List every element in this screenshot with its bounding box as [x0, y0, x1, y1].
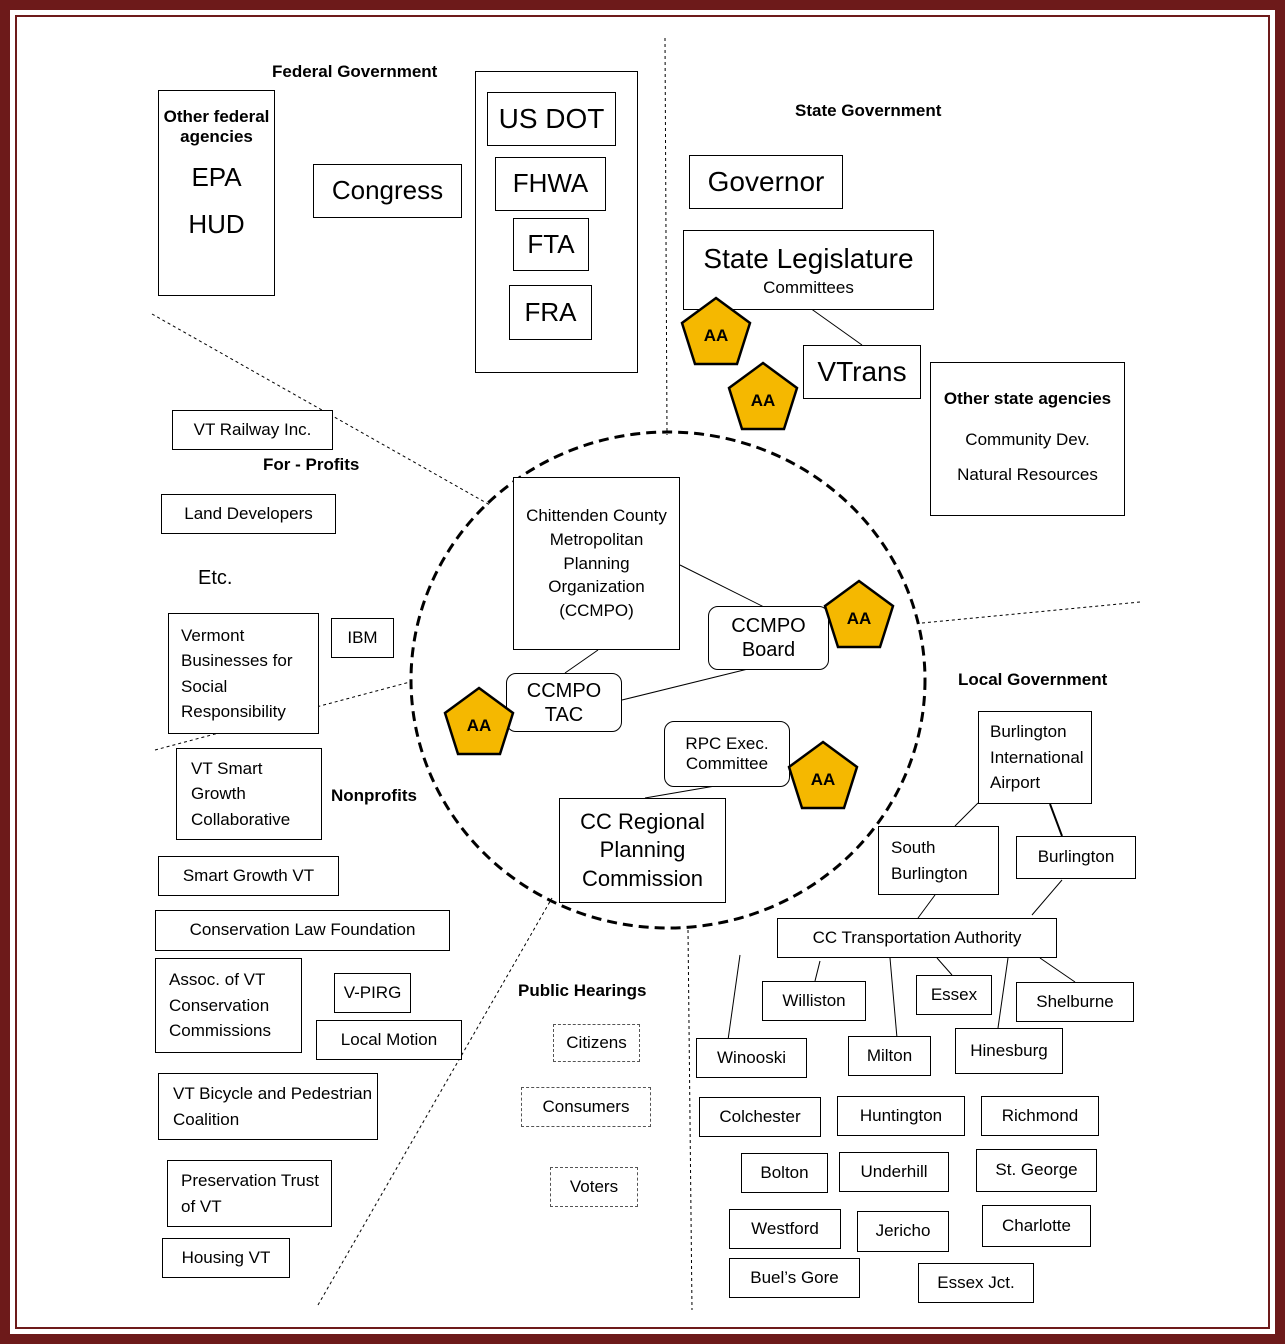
huntington-box: Huntington	[837, 1096, 965, 1136]
congress-box: Congress	[313, 164, 462, 218]
winooski-box: Winooski	[696, 1038, 807, 1078]
richmond-box: Richmond	[981, 1096, 1099, 1136]
milton-box: Milton	[848, 1036, 931, 1076]
vtrans-box: VTrans	[803, 345, 921, 399]
divider-forprofit-nonprofit	[154, 681, 411, 751]
aa-label: AA	[466, 716, 492, 735]
fhwa-box: FHWA	[495, 157, 606, 211]
cc-transportation-authority-box: CC Transportation Authority	[777, 918, 1057, 958]
land-developers-box: Land Developers	[161, 494, 336, 534]
rpc-exec-committee-box: RPC Exec. Committee	[664, 721, 790, 787]
burlington-airport-box: Burlington International Airport	[978, 711, 1092, 804]
south-burlington-box: South Burlington	[878, 826, 999, 895]
westford-box: Westford	[729, 1209, 841, 1249]
st-george-box: St. George	[976, 1149, 1097, 1192]
preservation-trust-box: Preservation Trust of VT	[167, 1160, 332, 1227]
colchester-box: Colchester	[699, 1097, 821, 1137]
ccmpo-board-box: CCMPO Board	[708, 606, 829, 670]
local-motion-box: Local Motion	[316, 1020, 462, 1060]
fta-box: FTA	[513, 218, 589, 271]
committees-label: Committees	[763, 277, 854, 297]
page-frame-inner	[15, 15, 1270, 1329]
section-nonprofits-label: Nonprofits	[331, 786, 417, 805]
usdot-box: US DOT	[487, 92, 616, 146]
underhill-box: Underhill	[839, 1152, 949, 1192]
conservation-law-foundation-box: Conservation Law Foundation	[155, 910, 450, 951]
assoc-vt-conservation-box: Assoc. of VT Conservation Commissions	[155, 958, 302, 1053]
shelburne-box: Shelburne	[1016, 982, 1134, 1022]
ccmpo-circle	[409, 430, 927, 930]
jericho-box: Jericho	[857, 1211, 949, 1252]
epa-label: EPA	[191, 161, 242, 192]
etc-label: Etc.	[198, 567, 233, 589]
other-state-agencies-box: Other state agencies Community Dev. Natu…	[930, 362, 1125, 516]
aa-pentagon-ccmpo-board: AA	[823, 579, 895, 651]
divider-state-local	[921, 601, 1141, 624]
aa-label: AA	[846, 609, 872, 628]
divider-nonprofit-public	[317, 897, 553, 1306]
essex-jct-box: Essex Jct.	[918, 1263, 1034, 1303]
natural-resources-label: Natural Resources	[957, 464, 1098, 484]
vt-railway-box: VT Railway Inc.	[172, 410, 333, 450]
hinesburg-box: Hinesburg	[955, 1028, 1063, 1074]
vbsr-box: Vermont Businesses for Social Responsibi…	[168, 613, 319, 734]
section-public-hearings-label: Public Hearings	[518, 981, 647, 1000]
other-federal-agencies-box: Other federal agencies EPA HUD	[158, 90, 275, 296]
divider-federal-forprofit	[151, 313, 491, 506]
aa-label: AA	[750, 391, 776, 410]
charlotte-box: Charlotte	[982, 1205, 1091, 1247]
divider-federal-state	[664, 37, 668, 436]
divider-public-local	[687, 929, 693, 1311]
section-local-label: Local Government	[958, 670, 1108, 689]
aa-label: AA	[810, 770, 836, 789]
ccmpo-tac-box: CCMPO TAC	[506, 673, 622, 732]
community-dev-label: Community Dev.	[965, 430, 1090, 450]
fra-box: FRA	[509, 285, 592, 340]
other-federal-agencies-title: Other federal agencies	[163, 107, 270, 147]
consumers-box: Consumers	[521, 1087, 651, 1127]
state-legislature-label: State Legislature	[703, 243, 914, 274]
burlington-box: Burlington	[1016, 836, 1136, 879]
williston-box: Williston	[762, 981, 866, 1021]
bolton-box: Bolton	[741, 1153, 828, 1193]
vt-bike-ped-coalition-box: VT Bicycle and Pedestrian Coalition	[158, 1073, 378, 1140]
vt-smart-growth-collaborative-box: VT Smart Growth Collaborative	[176, 748, 322, 840]
housing-vt-box: Housing VT	[162, 1238, 290, 1278]
section-federal-label: Federal Government	[272, 62, 438, 81]
essex-box: Essex	[916, 975, 992, 1015]
aa-pentagon-legislature: AA	[680, 296, 752, 368]
governor-box: Governor	[689, 155, 843, 209]
state-legislature-box: State Legislature Committees	[683, 230, 934, 310]
hud-label: HUD	[188, 208, 245, 239]
aa-label: AA	[703, 326, 729, 345]
aa-pentagon-rpc-exec: AA	[787, 740, 859, 812]
citizens-box: Citizens	[553, 1024, 640, 1062]
buels-gore-box: Buel’s Gore	[729, 1258, 860, 1298]
cc-regional-planning-commission-box: CC Regional Planning Commission	[559, 798, 726, 903]
aa-pentagon-vtrans: AA	[727, 361, 799, 433]
smart-growth-vt-box: Smart Growth VT	[158, 856, 339, 896]
voters-box: Voters	[550, 1167, 638, 1207]
section-state-label: State Government	[795, 101, 942, 120]
vpirg-box: V-PIRG	[334, 973, 411, 1013]
ccmpo-box: Chittenden County Metropolitan Planning …	[513, 477, 680, 650]
ibm-box: IBM	[331, 618, 394, 658]
section-forprofits-label: For - Profits	[263, 455, 360, 474]
other-state-agencies-title: Other state agencies	[943, 389, 1112, 408]
aa-pentagon-ccmpo-tac: AA	[443, 686, 515, 758]
